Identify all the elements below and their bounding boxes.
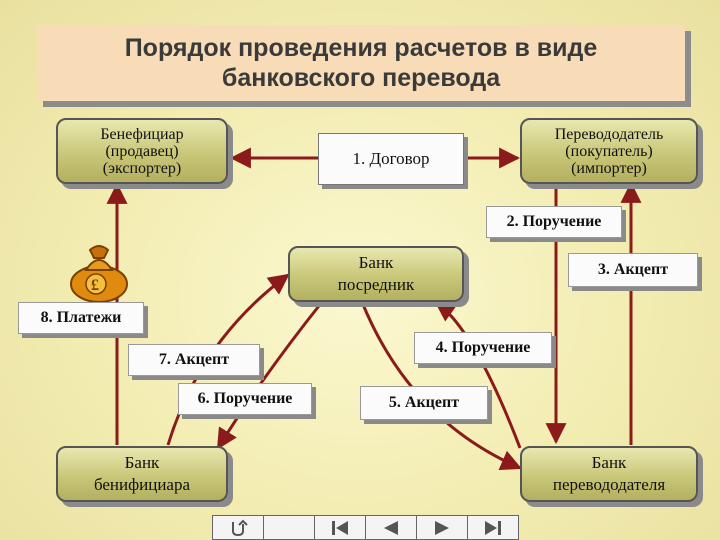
previous-slide-button[interactable] (365, 515, 417, 540)
blank-nav-button[interactable] (263, 515, 315, 540)
return-button[interactable] (212, 515, 264, 540)
intermediary-bank-line-2: посредник (337, 275, 415, 294)
next-slide-icon (435, 520, 449, 535)
first-slide-icon (332, 520, 348, 535)
contract-scroll: 1. Договор (318, 133, 464, 185)
svg-text:£: £ (91, 277, 99, 294)
beneficiary-line-2: (продавец) (105, 142, 179, 160)
intermediary-bank-line-1: Банк (358, 253, 394, 272)
remitter-box: Перевододатель (покупатель) (импортер) (520, 118, 698, 184)
step-7-label: 7. Акцепт (128, 344, 260, 376)
intermediary-bank-box: Банк посредник (288, 246, 464, 302)
title-line-1: Порядок проведения расчетов в виде (124, 34, 598, 62)
step-5-label: 5. Акцепт (360, 386, 488, 420)
step-8-label: 8. Платежи (18, 302, 144, 334)
remitter-line-2: (покупатель) (565, 142, 653, 160)
return-icon (232, 519, 248, 536)
arrow-step6 (216, 301, 324, 450)
arrow-step5 (360, 301, 522, 471)
beneficiary-bank-line-2: бенифициара (93, 475, 191, 494)
beneficiary-bank-line-1: Банк (124, 453, 160, 472)
previous-slide-icon (384, 520, 398, 535)
remitter-bank-box: Банк перевододателя (520, 446, 698, 502)
last-slide-button[interactable] (467, 515, 519, 540)
contract-label: 1. Договор (352, 149, 430, 168)
page-title: Порядок проведения расчетов в виде банко… (37, 25, 685, 101)
step-3-label: 3. Акцепт (568, 253, 698, 287)
remitter-bank-line-2: перевододателя (552, 475, 666, 494)
beneficiary-line-1: Бенефициар (100, 125, 184, 143)
next-slide-button[interactable] (416, 515, 468, 540)
title-line-2: банковского перевода (221, 64, 501, 92)
beneficiary-box: Бенефициар (продавец) (экспортер) (56, 118, 228, 184)
step-4-label: 4. Поручение (414, 332, 552, 364)
beneficiary-bank-box: Банк бенифициара (56, 446, 228, 502)
beneficiary-line-3: (экспортер) (102, 159, 182, 177)
step-6-label: 6. Поручение (178, 383, 312, 415)
last-slide-icon (485, 520, 501, 535)
first-slide-button[interactable] (314, 515, 366, 540)
step-2-label: 2. Поручение (486, 206, 622, 238)
money-bag-icon: £ (70, 245, 128, 302)
remitter-line-1: Перевододатель (554, 125, 664, 143)
remitter-line-3: (импортер) (571, 159, 647, 177)
remitter-bank-line-1: Банк (591, 453, 627, 472)
